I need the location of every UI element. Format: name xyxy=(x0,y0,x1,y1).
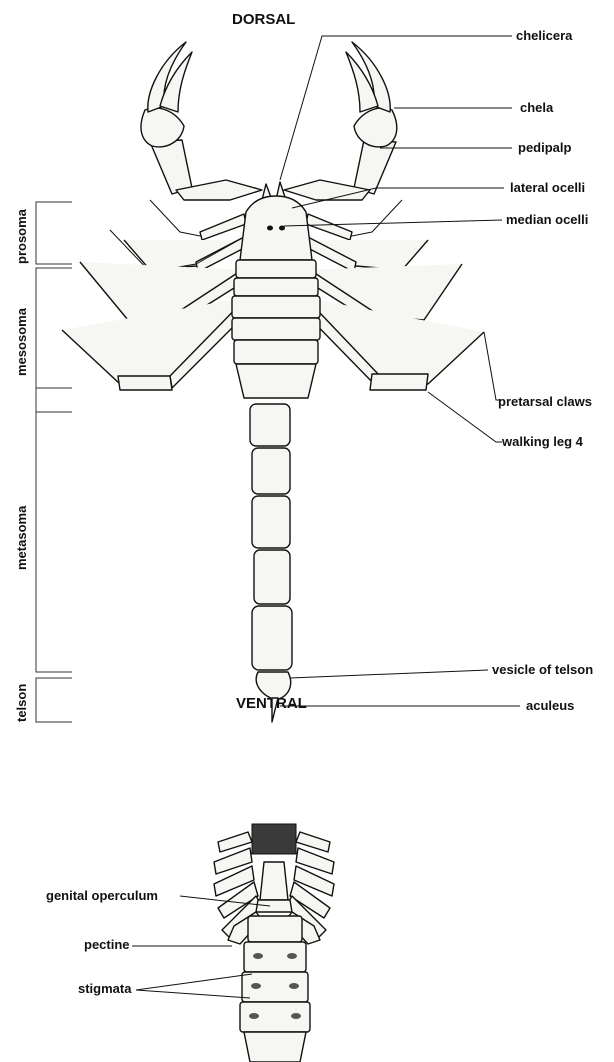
label-pretarsal-claws: pretarsal claws xyxy=(498,394,592,409)
region-telson: telson xyxy=(14,684,29,722)
dorsal-heading: DORSAL xyxy=(232,11,295,28)
metasoma-segments xyxy=(250,404,292,670)
left-pedipalp xyxy=(141,42,262,200)
mesosoma-bracket xyxy=(36,268,72,412)
label-lateral-ocelli: lateral ocelli xyxy=(510,180,585,195)
label-vesicle-of-telson: vesicle of telson xyxy=(492,662,593,677)
label-pedipalp: pedipalp xyxy=(518,140,572,155)
label-median-ocelli: median ocelli xyxy=(506,212,588,227)
right-walking-legs xyxy=(296,200,484,390)
label-walking-leg-4: walking leg 4 xyxy=(501,434,584,449)
mesosoma-segments xyxy=(232,260,320,398)
left-walking-legs xyxy=(62,200,256,390)
region-brackets: prosoma mesosoma metasoma telson xyxy=(14,202,72,722)
prosoma-bracket xyxy=(36,202,72,264)
label-aculeus: aculeus xyxy=(526,698,574,713)
ventral-scorpion-illustration xyxy=(214,824,334,1062)
label-chela: chela xyxy=(520,100,554,115)
region-mesosoma: mesosoma xyxy=(14,307,29,376)
region-metasoma: metasoma xyxy=(14,505,29,570)
right-pedipalp xyxy=(284,42,397,200)
label-chelicera: chelicera xyxy=(516,28,573,43)
region-prosoma: prosoma xyxy=(14,208,29,264)
metasoma-bracket xyxy=(36,388,72,672)
label-genital-operculum: genital operculum xyxy=(46,888,158,903)
median-ocelli-dot xyxy=(267,226,273,231)
label-stigmata: stigmata xyxy=(78,981,132,996)
dorsal-scorpion-illustration xyxy=(62,42,484,722)
telson-bracket xyxy=(36,678,72,722)
label-pectine: pectine xyxy=(84,937,130,952)
